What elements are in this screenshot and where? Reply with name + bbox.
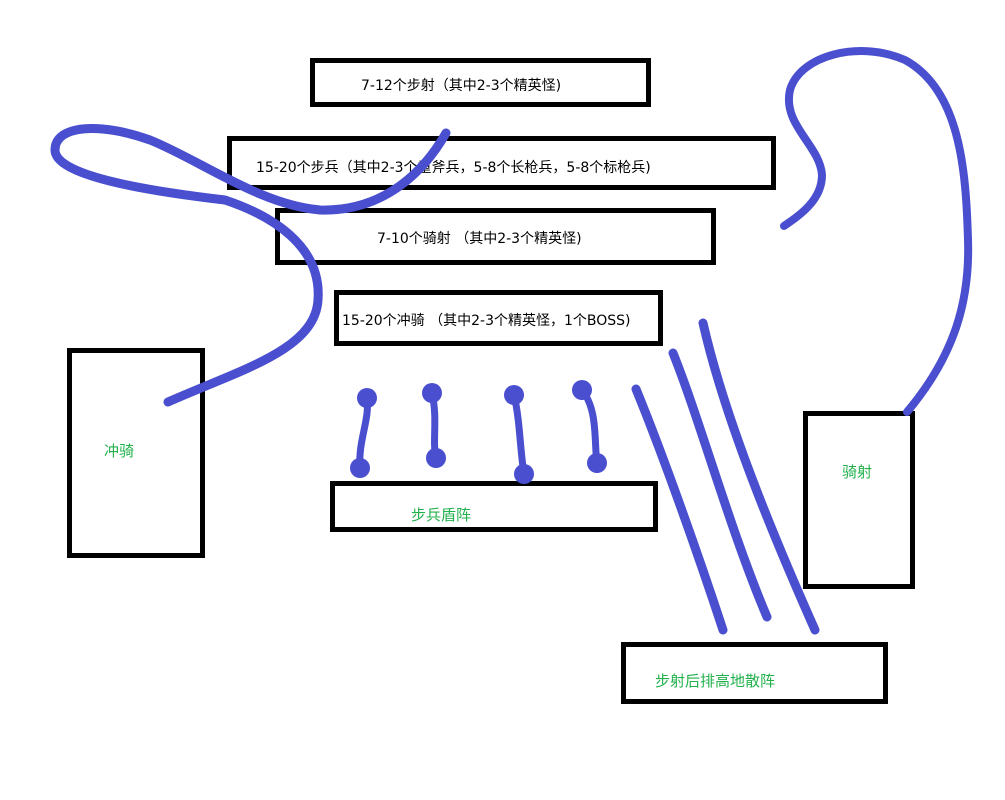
box-foot-archers [310,58,651,107]
label-rear-archers: 步射后排高地散阵 [655,672,776,690]
label-horse-archer: 骑射 [842,463,873,481]
label-shield-infantry: 步兵盾阵 [411,506,472,524]
box-horse-archer [803,411,915,589]
box-shield-infantry [330,481,658,532]
arrow-shield-1 [356,394,371,472]
arrow-shield-4 [578,386,601,469]
arrow-archer-3 [698,318,820,635]
label-infantry: 15-20个步兵（其中2-3个重斧兵，5-8个长枪兵，5-8个标枪兵) [256,160,651,176]
arrow-archer-2 [668,348,772,622]
label-horse-archers: 7-10个骑射 （其中2-3个精英怪) [377,231,582,247]
label-chargers: 15-20个冲骑 （其中2-3个精英怪，1个BOSS) [342,313,631,329]
label-foot-archers: 7-12个步射（其中2-3个精英怪) [361,78,562,94]
box-charge-cavalry [67,348,205,558]
arrow-horse-archer [780,47,973,416]
arrow-shield-3 [510,391,528,478]
box-rear-archers [621,642,888,704]
label-charge-cavalry: 冲骑 [104,442,135,460]
arrow-shield-2 [428,389,440,462]
